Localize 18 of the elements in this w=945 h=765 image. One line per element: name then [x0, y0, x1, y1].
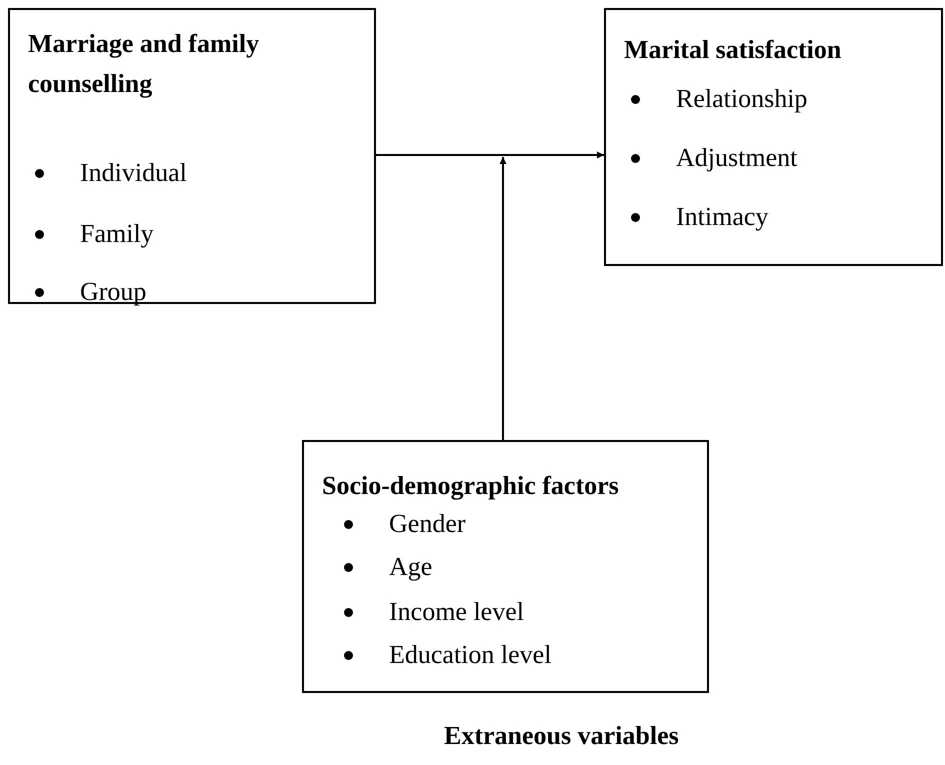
list-item: Education level [389, 640, 552, 670]
list-item: Age [389, 552, 432, 582]
factor-box [8, 8, 376, 304]
list-item: Adjustment [676, 143, 798, 173]
arrow [500, 157, 506, 440]
list-item: Income level [389, 597, 524, 627]
list-item: Relationship [676, 84, 808, 114]
list-item: Family [80, 219, 154, 249]
box-heading: Marital satisfaction [624, 34, 842, 66]
list-item: Intimacy [676, 202, 768, 232]
box-heading: Socio-demographic factors [322, 470, 620, 502]
box-heading: Marriage and family counselling [28, 28, 260, 100]
factor-box [604, 8, 943, 266]
list-item: Individual [80, 158, 187, 188]
arrow [376, 152, 604, 158]
list-item: Group [80, 277, 146, 307]
list-item: Gender [389, 509, 466, 539]
box-caption: Extraneous variables [444, 721, 679, 751]
